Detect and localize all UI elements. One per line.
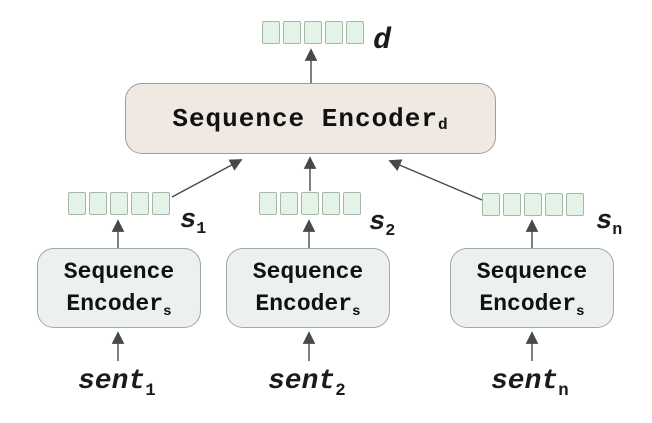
sent-label-base: sent	[491, 366, 559, 397]
sentence-encoder-line1: Sequence	[63, 258, 175, 285]
vector-cell	[301, 192, 319, 215]
sentence-encoder-line2: Encoders	[66, 288, 171, 320]
sentence-encoder-subscript: s	[163, 304, 172, 321]
sent-label-base: sent	[268, 366, 336, 397]
vector-cell	[259, 192, 277, 215]
vector-cell	[343, 192, 361, 215]
vector-cell	[280, 192, 298, 215]
s-label-subscript: 2	[385, 222, 396, 242]
sentence-vector-row-n	[482, 193, 584, 216]
vector-cell	[110, 192, 128, 215]
sentence-encoder-line2-text: Encoder	[479, 291, 577, 317]
input-label-sentn: sentn	[491, 366, 569, 401]
vector-cell	[524, 193, 542, 216]
input-label-sent2: sent2	[268, 366, 346, 401]
sentence-vector-label-n: sn	[596, 207, 623, 241]
vector-cell	[503, 193, 521, 216]
sentence-vector-row-2	[259, 192, 361, 215]
document-vector-label: d	[373, 24, 391, 58]
vector-cell	[131, 192, 149, 215]
s-label-subscript: 1	[196, 220, 207, 240]
s-label-base: s	[369, 208, 386, 238]
sent-label-base: sent	[78, 366, 146, 397]
sentence-encoder-subscript: s	[576, 304, 585, 321]
vector-cell	[566, 193, 584, 216]
s-label-base: s	[180, 206, 197, 236]
vector-cell	[346, 21, 364, 44]
sent-label-subscript: n	[558, 381, 569, 401]
sentence-encoder-box-1: Sequence Encoders	[37, 248, 201, 328]
vector-cell	[152, 192, 170, 215]
sent-label-subscript: 2	[335, 381, 346, 401]
sentence-vector-label-1: s1	[180, 206, 207, 240]
vector-cell	[262, 21, 280, 44]
sentence-encoder-box-n: Sequence Encoders	[450, 248, 614, 328]
vector-cell	[304, 21, 322, 44]
input-label-sent1: sent1	[78, 366, 156, 401]
sentence-encoder-line1: Sequence	[252, 258, 364, 285]
sentence-encoder-line2: Encoders	[255, 288, 360, 320]
vector-cell	[89, 192, 107, 215]
s-label-base: s	[596, 207, 613, 237]
arrow-sn-to-docbox	[388, 159, 483, 201]
vector-cell	[283, 21, 301, 44]
sentence-encoder-box-2: Sequence Encoders	[226, 248, 390, 328]
sentence-vector-label-2: s2	[369, 208, 396, 242]
vector-cell	[322, 192, 340, 215]
document-encoder-title: Sequence Encoder	[172, 103, 438, 134]
arrow-s1-to-docbox	[171, 159, 243, 198]
sent-label-subscript: 1	[145, 381, 156, 401]
document-encoder-subscript: d	[437, 115, 449, 134]
label-d-text: d	[373, 24, 392, 58]
sentence-encoder-line2-text: Encoder	[66, 291, 164, 317]
vector-cell	[325, 21, 343, 44]
sentence-encoder-subscript: s	[352, 304, 361, 321]
sentence-encoder-line1: Sequence	[476, 258, 588, 285]
sentence-encoder-line2: Encoders	[479, 288, 584, 320]
sentence-vector-row-1	[68, 192, 170, 215]
s-label-subscript: n	[612, 221, 623, 241]
vector-cell	[68, 192, 86, 215]
vector-cell	[545, 193, 563, 216]
sentence-encoder-line2-text: Encoder	[255, 291, 353, 317]
document-vector-row	[262, 21, 364, 44]
vector-cell	[482, 193, 500, 216]
